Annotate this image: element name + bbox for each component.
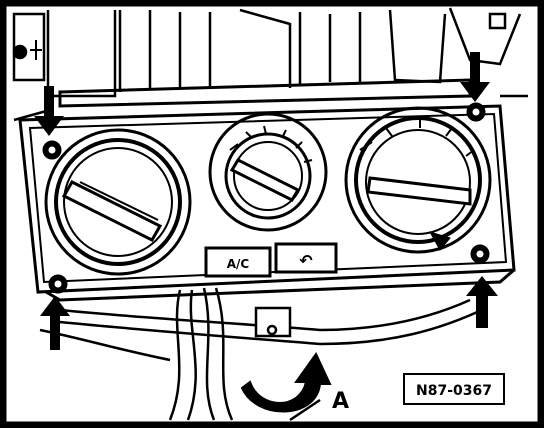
- callout-letter: A: [332, 389, 349, 414]
- ac-button-label: A/C: [227, 257, 250, 271]
- reference-code: N87-0367: [416, 383, 492, 399]
- control-panel-housing: [18, 104, 516, 302]
- temperature-knob: [44, 128, 192, 276]
- air-distribution-knob: [344, 106, 492, 254]
- fan-speed-knob: [208, 112, 328, 232]
- recirculation-button: ↶: [274, 242, 338, 274]
- removal-direction-arrow: A: [240, 352, 349, 414]
- recirculation-button-label: ↶: [299, 251, 313, 270]
- arrow-down-top-right: [460, 52, 490, 102]
- screw-pointer-arrows: [34, 52, 498, 350]
- mounting-screws: [42, 102, 490, 294]
- reference-code-box: N87-0367: [403, 373, 505, 405]
- arrow-up-bottom-right: [466, 276, 498, 328]
- arrow-down-top-left: [34, 86, 64, 136]
- arrow-up-bottom-left: [40, 296, 70, 350]
- ac-button: A/C: [204, 246, 272, 278]
